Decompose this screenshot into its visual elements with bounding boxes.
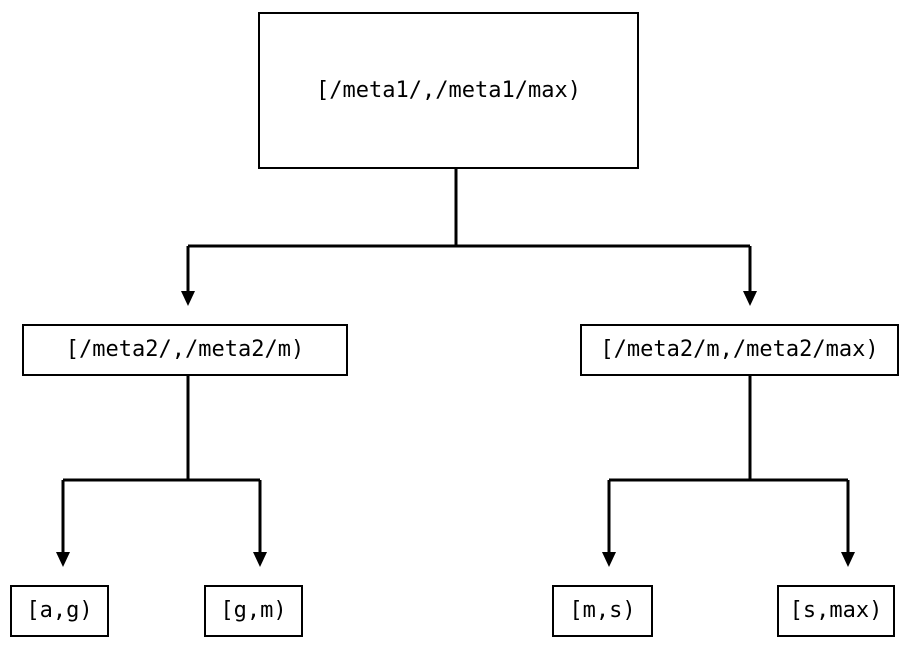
- arrowhead-to-mid-right: [743, 291, 757, 306]
- node-mid-left[interactable]: [/meta2/,/meta2/m): [22, 324, 348, 376]
- arrowhead-to-leaf2: [253, 552, 267, 567]
- node-leaf-g-m[interactable]: [g,m): [204, 585, 303, 637]
- node-leaf-m-s[interactable]: [m,s): [552, 585, 653, 637]
- arrowhead-to-leaf1: [56, 552, 70, 567]
- node-leaf-a-g-label: [a,g): [26, 598, 93, 623]
- node-leaf-a-g[interactable]: [a,g): [10, 585, 109, 637]
- node-leaf-s-max-label: [s,max): [789, 598, 883, 623]
- node-mid-right-label: [/meta2/m,/meta2/max): [600, 337, 879, 362]
- node-leaf-m-s-label: [m,s): [569, 598, 636, 623]
- node-root-label: [/meta1/,/meta1/max): [316, 77, 581, 103]
- node-mid-right[interactable]: [/meta2/m,/meta2/max): [580, 324, 899, 376]
- node-leaf-s-max[interactable]: [s,max): [777, 585, 895, 637]
- node-root[interactable]: [/meta1/,/meta1/max): [258, 12, 639, 169]
- node-mid-left-label: [/meta2/,/meta2/m): [65, 337, 305, 362]
- arrowhead-to-leaf4: [841, 552, 855, 567]
- arrowhead-to-mid-left: [181, 291, 195, 306]
- arrowhead-to-leaf3: [602, 552, 616, 567]
- node-leaf-g-m-label: [g,m): [220, 598, 287, 623]
